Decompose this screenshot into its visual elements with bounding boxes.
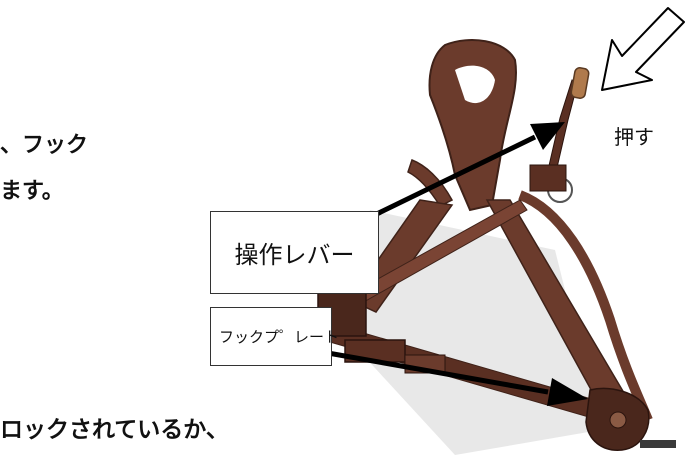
hook-plate-label: フックプ゜レート	[210, 307, 339, 366]
instruction-text-line-1: 、フック	[0, 133, 89, 158]
push-direction-arrow-icon	[601, 7, 685, 91]
instruction-text-line-2: ます。	[0, 179, 64, 204]
hook-frame-image	[317, 39, 676, 455]
operation-lever-label: 操作レバー	[210, 211, 379, 294]
instruction-text-line-3: ロックされているか、	[0, 417, 229, 443]
push-label: 押す	[614, 125, 654, 149]
